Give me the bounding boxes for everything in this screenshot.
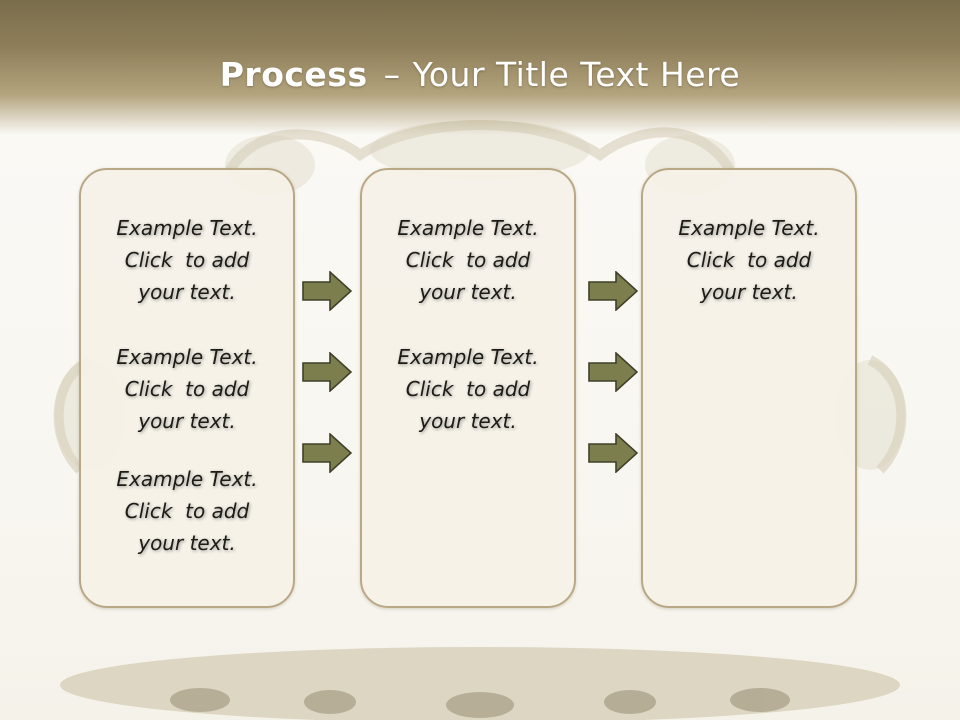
title-banner bbox=[0, 0, 960, 135]
text-line: Example Text. bbox=[397, 345, 539, 369]
text-placeholder[interactable]: Example Text. Click to add your text. bbox=[81, 463, 293, 559]
process-box-1[interactable]: Example Text. Click to add your text. Ex… bbox=[79, 168, 295, 608]
text-line: Example Text. bbox=[116, 467, 258, 491]
text-line: your text. bbox=[138, 409, 236, 433]
title-separator: – bbox=[383, 55, 401, 94]
text-line: Click to add bbox=[124, 248, 250, 272]
process-box-2[interactable]: Example Text. Click to add your text. Ex… bbox=[360, 168, 576, 608]
text-line: your text. bbox=[138, 280, 236, 304]
text-placeholder[interactable]: Example Text. Click to add your text. bbox=[81, 212, 293, 308]
right-arrow-icon bbox=[588, 433, 638, 473]
text-line: your text. bbox=[419, 409, 517, 433]
text-line: Click to add bbox=[124, 377, 250, 401]
text-line: Example Text. bbox=[678, 216, 820, 240]
right-arrow-icon bbox=[588, 271, 638, 311]
process-box-3[interactable]: Example Text. Click to add your text. bbox=[641, 168, 857, 608]
title-text: Your Title Text Here bbox=[412, 55, 741, 94]
text-line: your text. bbox=[700, 280, 798, 304]
text-line: Click to add bbox=[405, 248, 531, 272]
text-line: Example Text. bbox=[116, 216, 258, 240]
text-placeholder[interactable]: Example Text. Click to add your text. bbox=[362, 212, 574, 308]
text-line: your text. bbox=[138, 531, 236, 555]
text-line: Example Text. bbox=[397, 216, 539, 240]
right-arrow-icon bbox=[302, 271, 352, 311]
title-bold-part: Process bbox=[219, 55, 368, 94]
slide-title[interactable]: Process–Your Title Text Here bbox=[0, 55, 960, 94]
text-line: Click to add bbox=[686, 248, 812, 272]
text-line: Click to add bbox=[124, 499, 250, 523]
right-arrow-icon bbox=[588, 352, 638, 392]
text-placeholder[interactable]: Example Text. Click to add your text. bbox=[362, 341, 574, 437]
text-placeholder[interactable]: Example Text. Click to add your text. bbox=[643, 212, 855, 308]
text-line: Example Text. bbox=[116, 345, 258, 369]
right-arrow-icon bbox=[302, 352, 352, 392]
text-placeholder[interactable]: Example Text. Click to add your text. bbox=[81, 341, 293, 437]
text-line: Click to add bbox=[405, 377, 531, 401]
right-arrow-icon bbox=[302, 433, 352, 473]
text-line: your text. bbox=[419, 280, 517, 304]
